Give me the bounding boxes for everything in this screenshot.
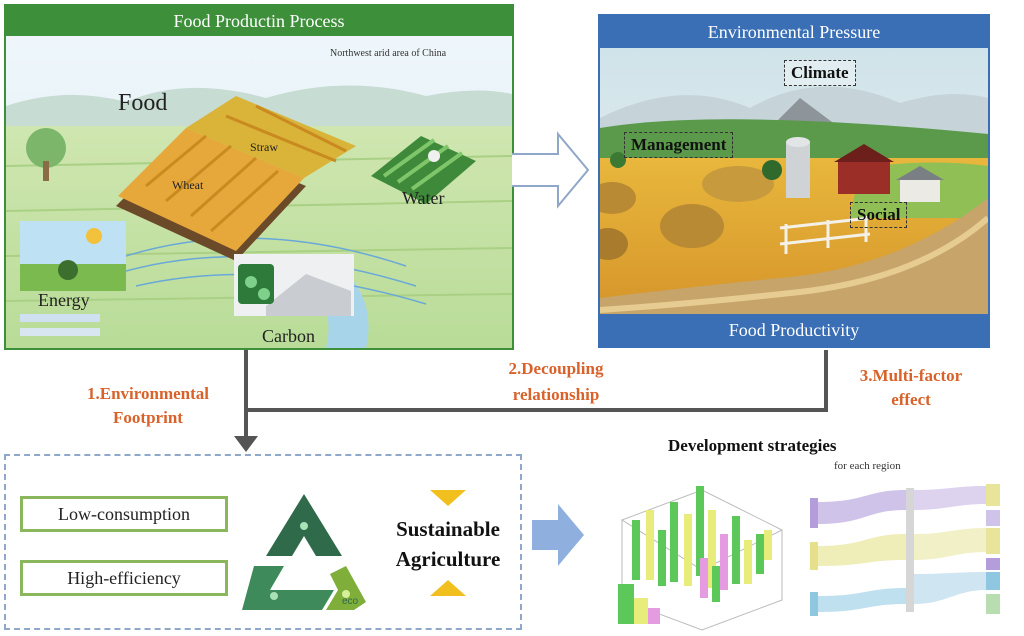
step-decoupling-line2: relationship [512, 385, 600, 404]
sustainable-line2: Agriculture [395, 547, 501, 571]
high-efficiency-box: High-efficiency [20, 560, 228, 596]
label-energy: Energy [38, 290, 90, 310]
label-water: Water [402, 188, 445, 208]
label-wheat: Wheat [172, 178, 204, 192]
step-decoupling-line1: 2.Decoupling [508, 359, 604, 378]
blue-arrow-to-strategies [532, 504, 584, 566]
step-multifactor-line2: effect [891, 390, 931, 409]
bar-chart-thumbnail [618, 486, 784, 631]
bottom-yellow-triangle [430, 580, 466, 596]
environmental-pressure-panel: Environmental Pressure [598, 14, 990, 348]
sustainable-line1: Sustainable [396, 517, 500, 541]
farmland-illustration [6, 36, 512, 348]
step-multi-factor-effect: 3.Multi-factor effect [826, 364, 996, 412]
farm-landscape-illustration [600, 48, 988, 314]
right-arrow-to-pressure [512, 131, 590, 209]
label-climate: Climate [784, 60, 856, 86]
label-social: Social [850, 202, 908, 228]
label-carbon: Carbon [262, 326, 315, 346]
low-consumption-box: Low-consumption [20, 496, 228, 532]
environmental-footer: Food Productivity [600, 314, 988, 346]
water-field [371, 136, 476, 204]
top-yellow-triangle [430, 490, 466, 506]
label-straw: Straw [250, 140, 278, 154]
food-production-panel: Food Productin Process [4, 4, 514, 350]
wheat-field [118, 128, 304, 251]
step-footprint-line1: 1.Environmental [86, 384, 209, 403]
environmental-header: Environmental Pressure [600, 16, 988, 48]
eco-label: eco [342, 596, 359, 607]
step-decoupling-relationship: 2.Decoupling relationship [476, 356, 636, 408]
step-environmental-footprint: 1.Environmental Footprint [58, 382, 238, 430]
food-production-header: Food Productin Process [6, 6, 512, 36]
sustainability-outcome-box: Low-consumption High-efficiency eco Sust… [4, 454, 522, 630]
recycle-eco-icon [242, 494, 366, 610]
label-food: Food [118, 90, 168, 116]
label-management: Management [624, 132, 734, 158]
sustainable-agriculture-label: Sustainable Agriculture [378, 514, 518, 574]
strategies-title: Development strategies [668, 436, 837, 455]
sankey-diagram-thumbnail [810, 484, 1000, 616]
step-footprint-line2: Footprint [113, 408, 183, 427]
step-multifactor-line1: 3.Multi-factor [859, 366, 963, 385]
region-note: Northwest arid area of China [330, 48, 447, 59]
strategies-subtitle: for each region [834, 460, 901, 472]
